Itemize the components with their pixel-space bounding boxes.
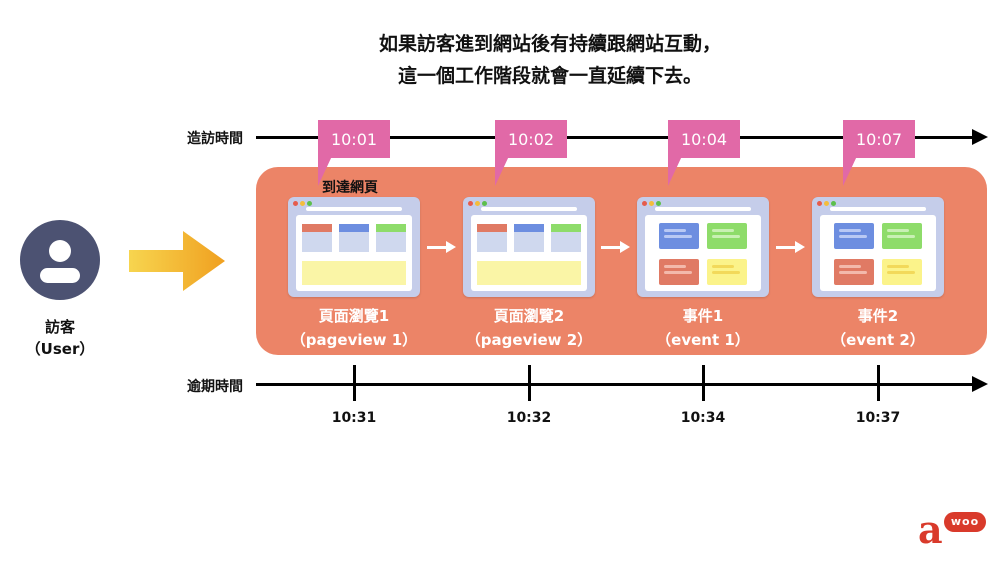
visit-time-tag-3: 10:04: [668, 120, 740, 158]
step-caption-1: 頁面瀏覽1 （pageview 1）: [284, 304, 424, 352]
logo-bubble-text: woo: [950, 515, 980, 528]
tag-tail: [843, 156, 857, 186]
step-arrow-icon: [795, 241, 805, 253]
step-arrow: [427, 246, 447, 249]
expire-time-label: 逾期時間: [187, 379, 243, 395]
big-right-arrow-icon: [129, 231, 225, 291]
user-avatar-icon: [20, 220, 100, 300]
tag-tail: [495, 156, 509, 186]
browser-window-icon: [812, 197, 944, 297]
step-title: 頁面瀏覽1: [318, 307, 390, 325]
step-arrow-icon: [620, 241, 630, 253]
step-arrow: [601, 246, 621, 249]
visit-time-label: 造訪時間: [187, 131, 243, 147]
expire-tick: [353, 365, 356, 401]
visit-time-tag-4: 10:07: [843, 120, 915, 158]
step-caption-4: 事件2 （event 2）: [808, 304, 948, 352]
expire-tick: [702, 365, 705, 401]
step-sub: （event 2）: [831, 331, 925, 349]
step-caption-2: 頁面瀏覽2 （pageview 2）: [459, 304, 599, 352]
tag-tail: [668, 156, 682, 186]
headline-line-2: 這一個工作階段就會一直延續下去。: [397, 65, 702, 87]
expire-tick: [877, 365, 880, 401]
expire-time-3: 10:34: [680, 410, 726, 426]
step-sub: （event 1）: [656, 331, 750, 349]
visit-time-tag-2: 10:02: [495, 120, 567, 158]
expire-time-2: 10:32: [506, 410, 552, 426]
step-arrow: [776, 246, 796, 249]
visit-axis-arrow-icon: [972, 129, 988, 145]
expire-time-axis: [256, 383, 976, 386]
expire-time-1: 10:31: [331, 410, 377, 426]
logo-icon: a woo: [918, 508, 990, 554]
expire-time-4: 10:37: [855, 410, 901, 426]
step-title: 頁面瀏覽2: [493, 307, 565, 325]
visit-time-axis: [256, 136, 976, 139]
arrive-page-label: 到達網頁: [322, 180, 378, 196]
expire-tick: [528, 365, 531, 401]
headline: 如果訪客進到網站後有持續跟網站互動， 這一個工作階段就會一直延續下去。: [300, 28, 800, 92]
tag-tail: [318, 156, 332, 186]
logo-letter: a: [918, 507, 943, 552]
step-sub: （pageview 2）: [465, 331, 593, 349]
visitor-name: 訪客: [44, 318, 75, 336]
logo-bubble: woo: [944, 512, 986, 532]
step-sub: （pageview 1）: [290, 331, 418, 349]
visitor-sub: （User）: [25, 340, 95, 358]
browser-window-icon: [288, 197, 420, 297]
browser-window-icon: [463, 197, 595, 297]
step-caption-3: 事件1 （event 1）: [633, 304, 773, 352]
step-title: 事件2: [857, 307, 899, 325]
browser-window-icon: [637, 197, 769, 297]
step-title: 事件1: [682, 307, 724, 325]
step-arrow-icon: [446, 241, 456, 253]
headline-line-1: 如果訪客進到網站後有持續跟網站互動，: [378, 33, 721, 55]
visit-time-tag-1: 10:01: [318, 120, 390, 158]
expire-axis-arrow-icon: [972, 376, 988, 392]
visitor-label: 訪客 （User）: [20, 316, 100, 360]
